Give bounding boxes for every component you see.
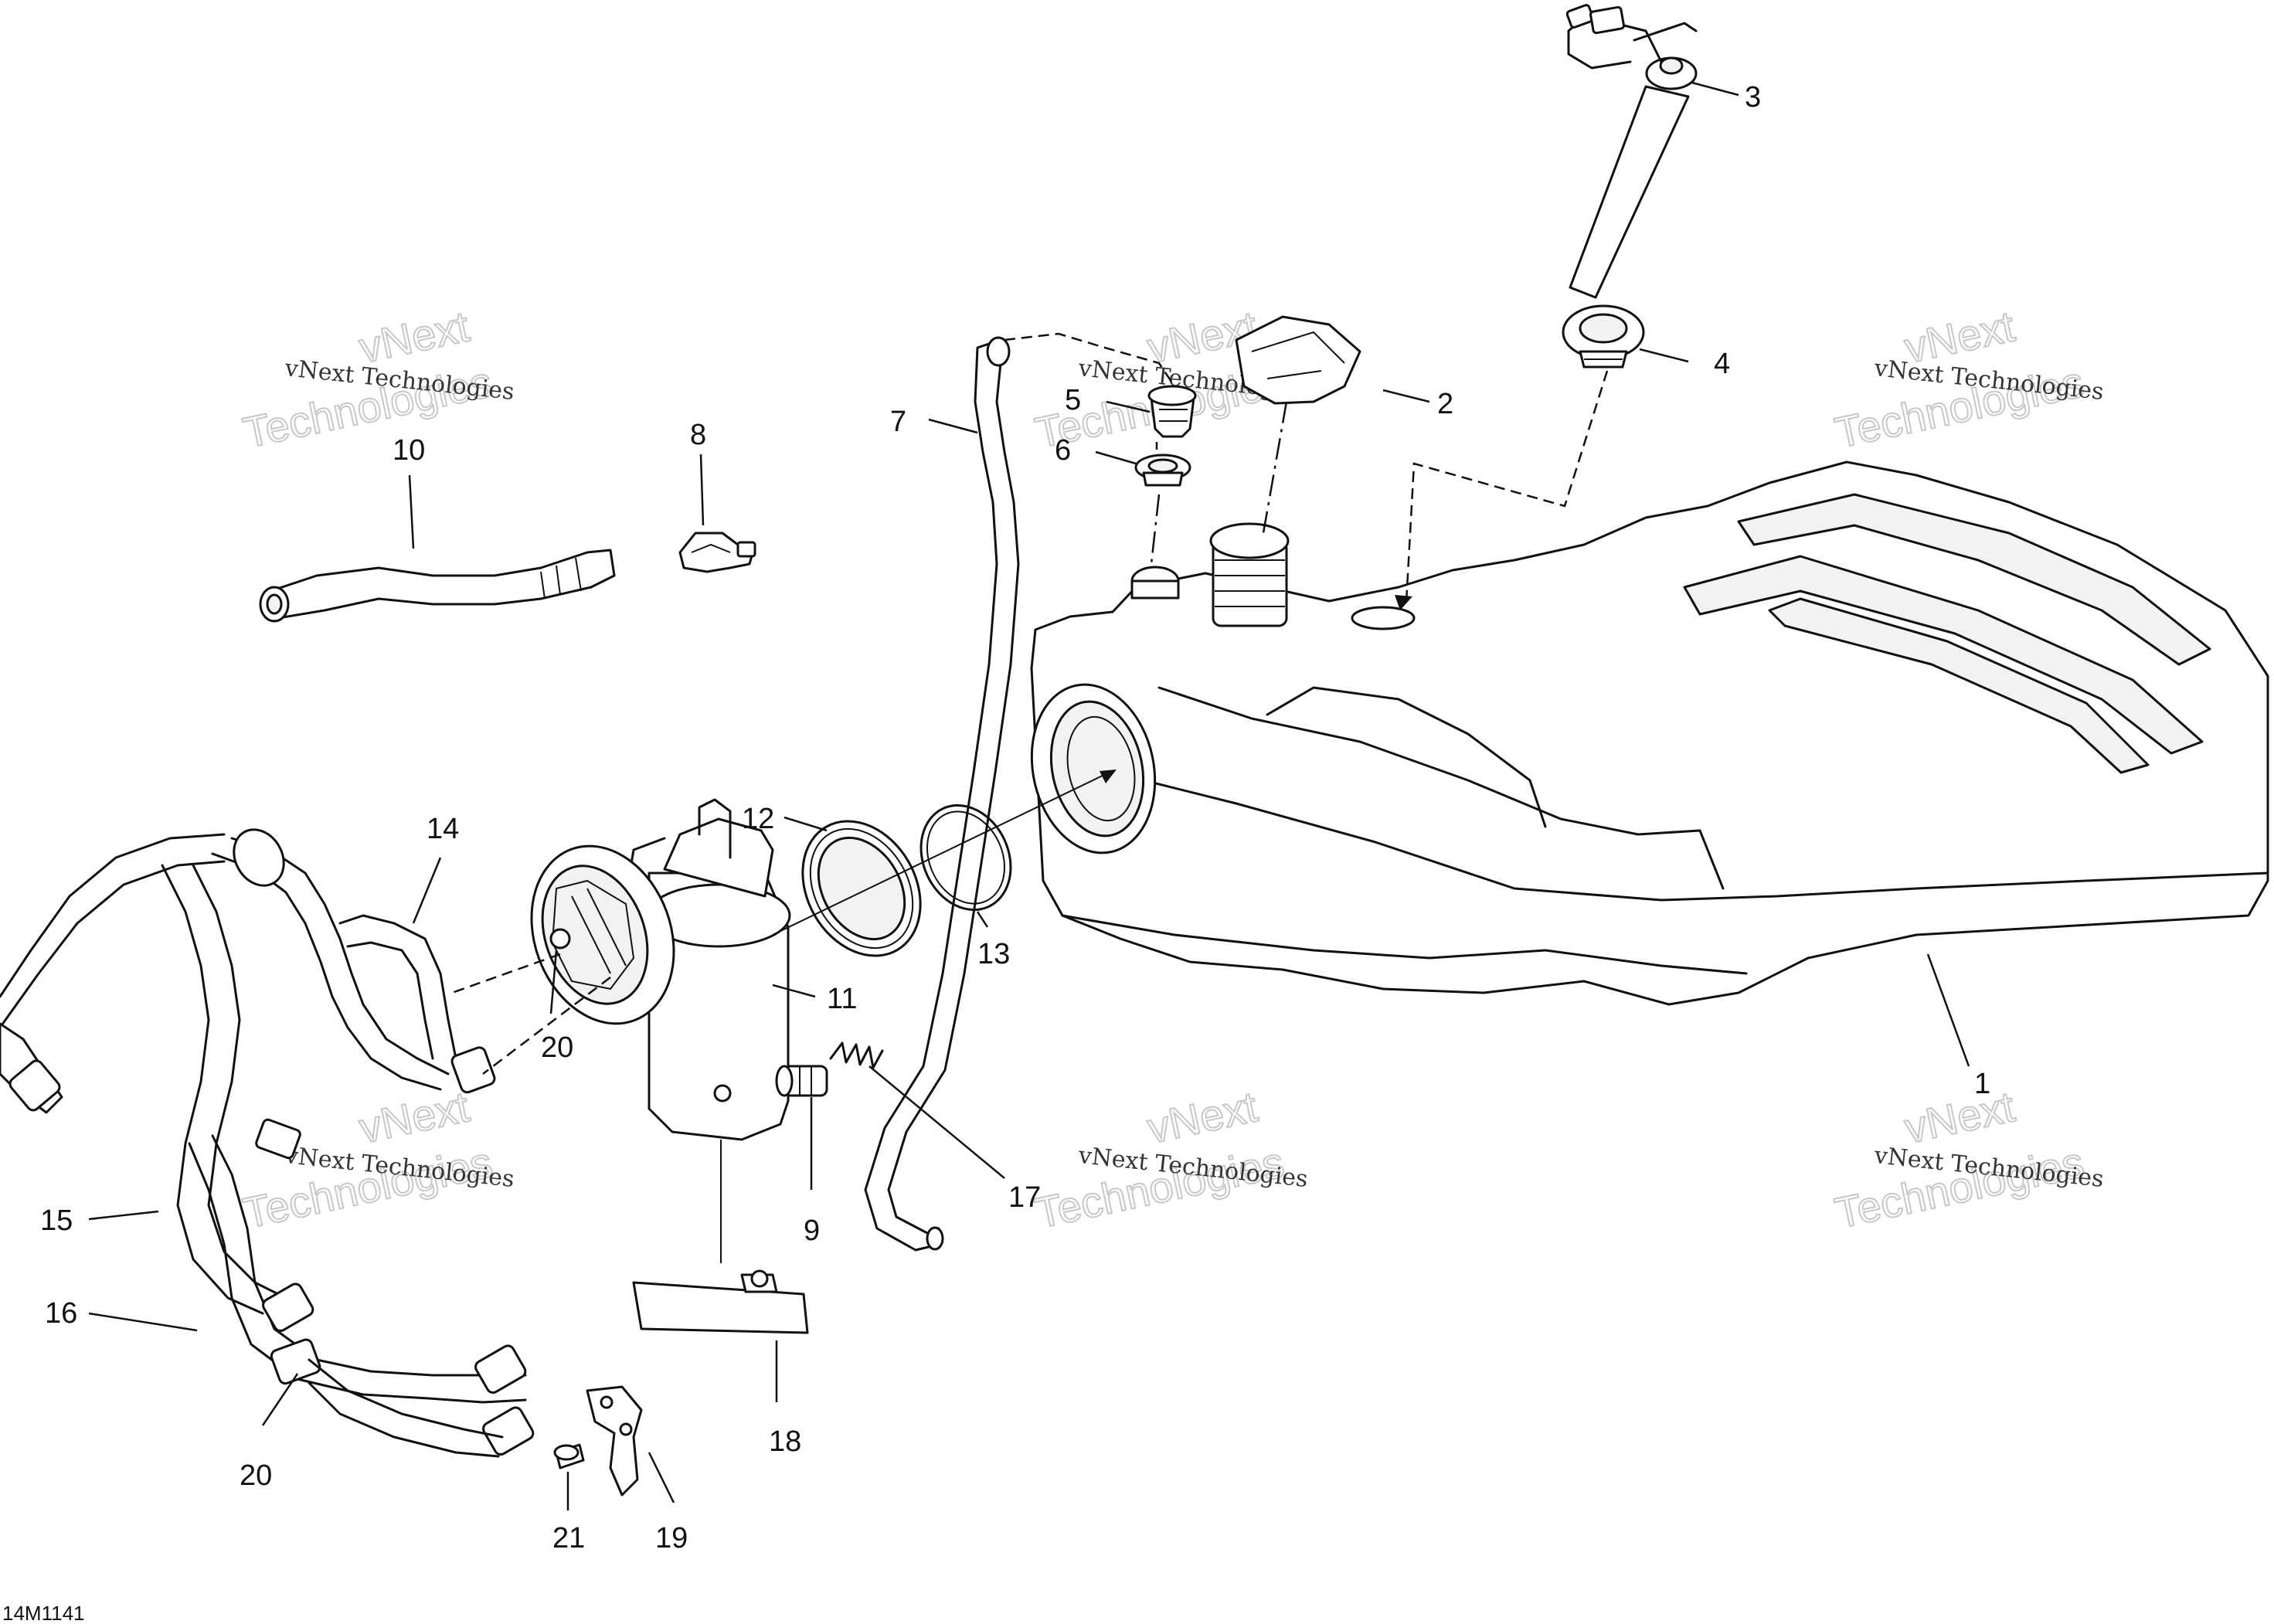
leader-4 (1639, 348, 1689, 363)
leader-8 (699, 454, 705, 526)
callout-18: 18 (769, 1425, 801, 1458)
retaining-ring (801, 820, 922, 957)
callout-10: 10 (393, 434, 425, 467)
hose-clamp (678, 532, 756, 573)
bracket (586, 1385, 643, 1497)
leader-20b (261, 1373, 299, 1426)
leader-13 (976, 911, 989, 928)
callout-1: 1 (1974, 1068, 1990, 1100)
fuel-tank-vent-port (1130, 566, 1180, 600)
callout-17: 17 (1008, 1181, 1041, 1214)
fuel-tank-pump-opening (1030, 683, 1157, 854)
leader-5 (1106, 400, 1151, 413)
leader-7 (928, 418, 978, 434)
callout-7: 7 (890, 406, 906, 438)
fuel-hose (259, 549, 616, 623)
watermark-bottom-left: vNext Technologies vNext Technologies (238, 1081, 515, 1238)
callout-11: 11 (827, 983, 857, 1015)
callout-9: 9 (804, 1215, 820, 1247)
callout-19: 19 (655, 1522, 688, 1554)
callout-3: 3 (1745, 81, 1761, 114)
leader-2 (1382, 389, 1430, 403)
document-code: 14M1141 (2, 1602, 85, 1624)
callout-13: 13 (977, 938, 1010, 970)
leader-17 (868, 1065, 1005, 1179)
hose-assembly-14 (211, 828, 496, 1094)
fuel-tank-filler-neck (1209, 522, 1290, 627)
watermark-bottom-right: vNext Technologies vNext Technologies (1830, 1081, 2105, 1238)
leader-12 (783, 816, 828, 832)
leader-1 (1926, 953, 1970, 1067)
fuel-tank-inner-contour (1157, 686, 1725, 890)
gasket (919, 804, 1012, 912)
leader-11 (772, 984, 816, 998)
callout-16: 16 (45, 1297, 77, 1330)
callout-8: 8 (690, 419, 706, 451)
fuel-tank-side-contour (1111, 771, 2269, 902)
callout-20-upper: 20 (541, 1031, 573, 1064)
valve-grommet (1134, 454, 1191, 487)
assembly-arrow-pump (1100, 770, 1117, 783)
fuel-filter (632, 1269, 809, 1334)
callout-2: 2 (1437, 388, 1453, 420)
vent-tube (864, 336, 1020, 1252)
callout-5: 5 (1065, 384, 1081, 416)
fuel-tank-recess (1266, 686, 1547, 828)
leader-14 (412, 857, 442, 924)
callout-21: 21 (552, 1522, 585, 1554)
watermark-top-left: vNext Technologies vNext Technologies (238, 301, 515, 457)
leader-3 (1691, 81, 1739, 97)
fuel-pump (628, 798, 821, 1141)
hose-assembly-15 (0, 833, 280, 1315)
callout-20-lower: 20 (240, 1459, 272, 1492)
vent-valve (1147, 385, 1197, 438)
leader-lines (88, 81, 1970, 1510)
leader-19 (648, 1452, 675, 1503)
callout-14: 14 (427, 813, 459, 845)
hose-assembly-16 (188, 1118, 535, 1458)
leader-20a (549, 950, 558, 1014)
assembly-arrow-gauge (1395, 595, 1412, 610)
watermark-big-line1: vNext (355, 301, 474, 372)
leader-16 (88, 1312, 198, 1332)
bolt (553, 1443, 585, 1469)
watermark-big-line1: vNext (355, 1082, 474, 1152)
leader-10 (408, 474, 415, 549)
callout-15: 15 (40, 1204, 73, 1237)
grommet (1562, 304, 1645, 369)
spring (829, 1041, 884, 1069)
fuel-tank-gauge-port (1351, 606, 1416, 630)
fuel-tank-top-rib-1 (1737, 493, 2211, 666)
watermark-bottom-center: vNext Technologies vNext Technologies (1030, 1081, 1309, 1238)
watermark-big-line1: vNext (1900, 1082, 2019, 1152)
watermark-top-right: vNext Technologies vNext Technologies (1830, 301, 2105, 457)
fuel-tank-bottom-edge (1061, 914, 1748, 975)
fuel-pump-cap (530, 844, 675, 1025)
fuel-tank-top-rib-3 (1768, 597, 2150, 774)
callout-labels: 1 2 3 4 5 6 7 8 9 10 11 12 13 14 15 16 1… (40, 81, 1990, 1554)
leader-15 (88, 1210, 159, 1221)
callout-12: 12 (742, 803, 774, 835)
fuel-tank (1030, 460, 2269, 1006)
callout-4: 4 (1714, 348, 1730, 380)
leader-6 (1095, 450, 1137, 465)
fuel-gauge-sender (1565, 4, 1698, 299)
fuel-cap (1235, 315, 1361, 405)
callout-6: 6 (1055, 434, 1071, 467)
watermark-big-line1: vNext (1143, 1082, 1262, 1152)
assembly-lines (451, 332, 1609, 1263)
fuel-tank-top-rib-2 (1683, 555, 2204, 755)
hose-fitting (775, 1065, 828, 1097)
